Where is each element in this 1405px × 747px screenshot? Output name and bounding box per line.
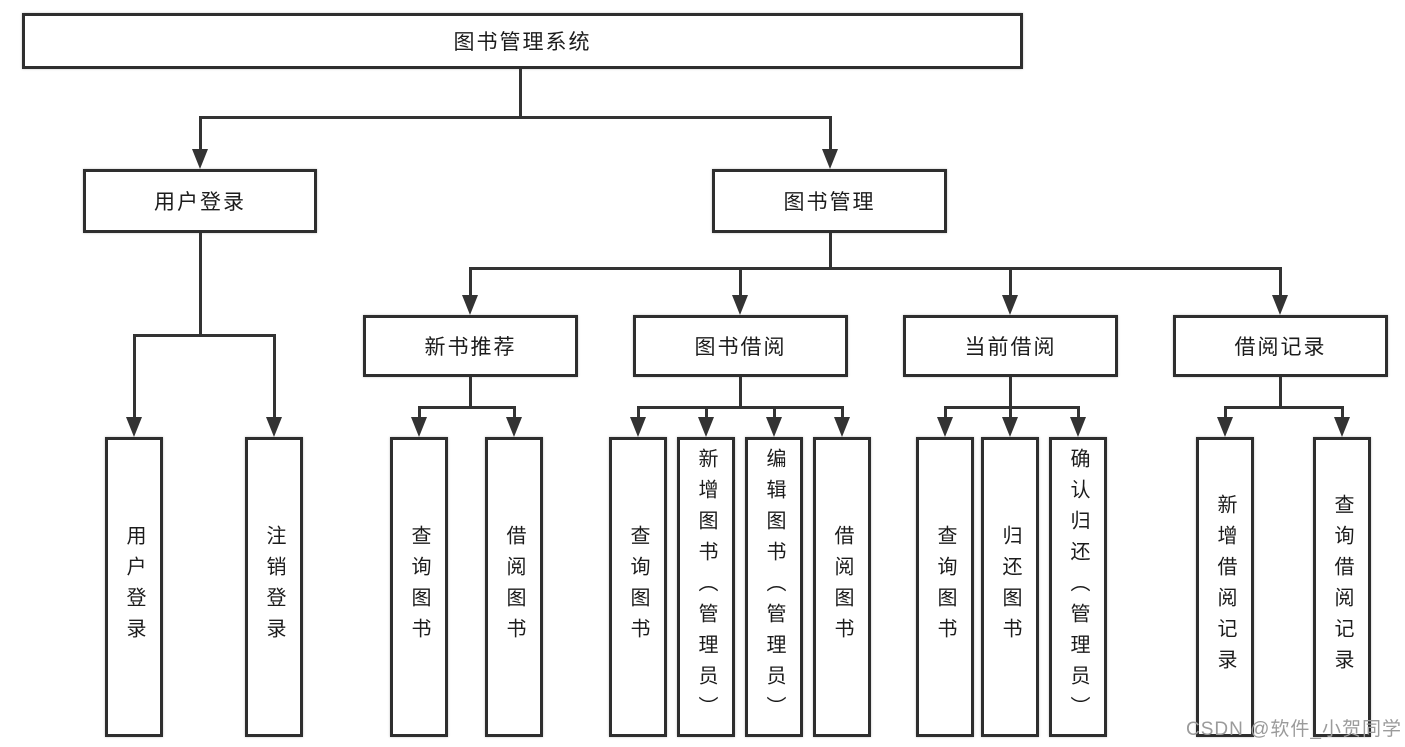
arrow-down-icon — [462, 295, 478, 315]
connector-stem — [773, 406, 776, 421]
connector-stem — [829, 116, 832, 153]
leaf-edit-books-admin-label: 编辑图书（管理员） — [763, 447, 785, 727]
connector-stem — [705, 406, 708, 421]
connector-stem — [829, 233, 832, 269]
connector-rail — [418, 406, 516, 409]
arrow-down-icon — [937, 417, 953, 437]
connector-stem — [199, 116, 202, 153]
arrow-down-icon — [1002, 417, 1018, 437]
arrow-down-icon — [506, 417, 522, 437]
leaf-query-borrow-record: 查询借阅记录 — [1313, 437, 1371, 737]
node-root: 图书管理系统 — [22, 13, 1023, 69]
connector-stem — [841, 406, 844, 421]
arrow-down-icon — [1217, 417, 1233, 437]
connector-stem — [133, 334, 136, 419]
connector-rail — [1224, 406, 1343, 409]
leaf-query-books-recommend-label: 查询图书 — [408, 525, 430, 649]
connector-rail — [133, 334, 276, 337]
connector-stem — [1279, 267, 1282, 298]
leaf-user-login: 用户登录 — [105, 437, 163, 737]
node-book-borrow: 图书借阅 — [633, 315, 848, 377]
connector-stem — [199, 233, 202, 336]
leaf-query-books-borrow: 查询图书 — [609, 437, 667, 737]
connector-root-stem — [519, 69, 522, 118]
leaf-add-borrow-record: 新增借阅记录 — [1196, 437, 1254, 737]
node-new-book-recommend: 新书推荐 — [363, 315, 578, 377]
leaf-query-books-current-label: 查询图书 — [934, 525, 956, 649]
leaf-add-borrow-record-label: 新增借阅记录 — [1214, 494, 1236, 680]
arrow-down-icon — [266, 417, 282, 437]
connector-stem — [944, 406, 947, 421]
arrow-down-icon — [834, 417, 850, 437]
connector-rail — [944, 406, 1080, 409]
arrow-down-icon — [192, 149, 208, 169]
connector-stem — [1009, 377, 1012, 409]
connector-stem — [273, 334, 276, 419]
arrow-down-icon — [732, 295, 748, 315]
arrow-down-icon — [766, 417, 782, 437]
connector-stem — [739, 267, 742, 298]
node-new-book-recommend-label: 新书推荐 — [424, 336, 517, 359]
node-current-borrow: 当前借阅 — [903, 315, 1118, 377]
node-current-borrow-label: 当前借阅 — [964, 336, 1057, 359]
watermark: CSDN @软件_小贺同学 — [1186, 719, 1402, 740]
leaf-user-login-label: 用户登录 — [123, 525, 145, 649]
arrow-down-icon — [1002, 295, 1018, 315]
connector-level3-rail — [469, 267, 1282, 270]
leaf-query-books-recommend: 查询图书 — [390, 437, 448, 737]
arrow-down-icon — [1334, 417, 1350, 437]
leaf-query-books-borrow-label: 查询图书 — [627, 525, 649, 649]
connector-stem — [1009, 267, 1012, 298]
arrow-down-icon — [1272, 295, 1288, 315]
leaf-confirm-return-admin-label: 确认归还（管理员） — [1067, 447, 1089, 727]
leaf-add-books-admin: 新增图书（管理员） — [677, 437, 735, 737]
node-book-management-label: 图书管理 — [783, 191, 876, 214]
node-book-borrow-label: 图书借阅 — [694, 336, 787, 359]
connector-stem — [418, 406, 421, 421]
arrow-down-icon — [1070, 417, 1086, 437]
node-user-login: 用户登录 — [83, 169, 317, 233]
arrow-down-icon — [698, 417, 714, 437]
leaf-confirm-return-admin: 确认归还（管理员） — [1049, 437, 1107, 737]
leaf-query-borrow-record-label: 查询借阅记录 — [1331, 494, 1353, 680]
leaf-borrow-books-recommend: 借阅图书 — [485, 437, 543, 737]
leaf-borrow-books: 借阅图书 — [813, 437, 871, 737]
connector-stem — [469, 377, 472, 409]
arrow-down-icon — [630, 417, 646, 437]
connector-stem — [637, 406, 640, 421]
node-borrow-records-label: 借阅记录 — [1234, 336, 1327, 359]
node-borrow-records: 借阅记录 — [1173, 315, 1388, 377]
node-user-login-label: 用户登录 — [154, 191, 246, 214]
leaf-edit-books-admin: 编辑图书（管理员） — [745, 437, 803, 737]
connector-stem — [1009, 406, 1012, 421]
arrow-down-icon — [126, 417, 142, 437]
node-root-label: 图书管理系统 — [453, 31, 592, 54]
leaf-logout: 注销登录 — [245, 437, 303, 737]
connector-rail — [637, 406, 844, 409]
arrow-down-icon — [822, 149, 838, 169]
connector-stem — [1224, 406, 1227, 421]
connector-stem — [1279, 377, 1282, 409]
leaf-borrow-books-label: 借阅图书 — [831, 525, 853, 649]
arrow-down-icon — [411, 417, 427, 437]
leaf-return-books-label: 归还图书 — [999, 525, 1021, 649]
connector-stem — [469, 267, 472, 298]
connector-stem — [739, 377, 742, 409]
connector-level2-rail — [199, 116, 832, 119]
connector-stem — [1341, 406, 1344, 421]
leaf-query-books-current: 查询图书 — [916, 437, 974, 737]
leaf-logout-label: 注销登录 — [263, 525, 285, 649]
leaf-return-books: 归还图书 — [981, 437, 1039, 737]
leaf-add-books-admin-label: 新增图书（管理员） — [695, 447, 717, 727]
node-book-management: 图书管理 — [712, 169, 947, 233]
connector-stem — [1077, 406, 1080, 421]
leaf-borrow-books-recommend-label: 借阅图书 — [503, 525, 525, 649]
connector-stem — [513, 406, 516, 421]
